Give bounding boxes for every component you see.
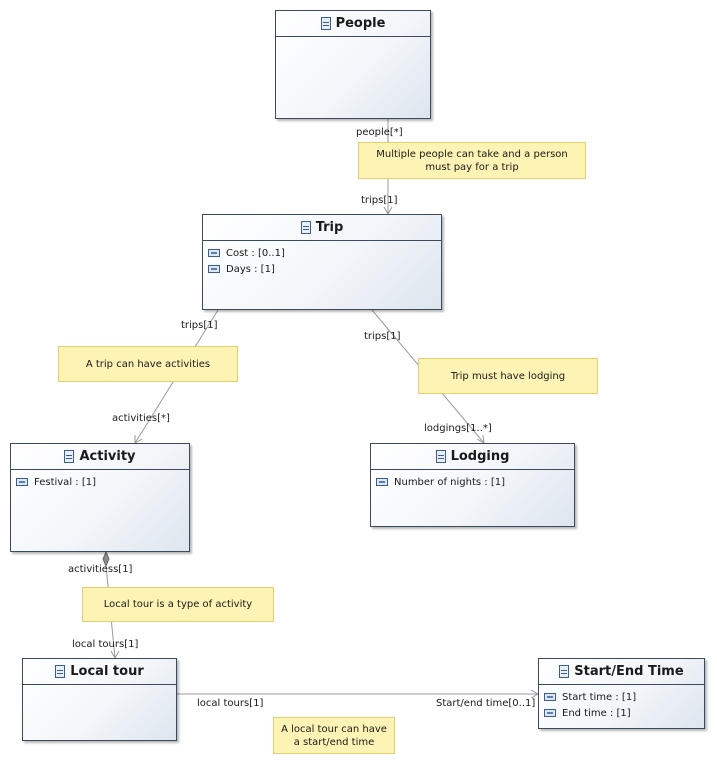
note-text: Multiple people can take and a person mu… — [376, 148, 568, 173]
attribute-label: End time : [1] — [562, 707, 631, 719]
class-activity-name: Activity — [79, 449, 136, 464]
attribute-icon — [208, 249, 220, 257]
role-label-trips-people: trips[1] — [361, 195, 398, 206]
note-people-trip[interactable]: Multiple people can take and a person mu… — [358, 142, 586, 179]
class-startend-attributes: Start time : [1] End time : [1] — [539, 685, 704, 721]
attribute-label: Start time : [1] — [562, 691, 637, 703]
class-people-name: People — [335, 16, 386, 31]
class-activity-attributes: Festival : [1] — [11, 470, 189, 490]
attribute-label: Days : [1] — [226, 263, 275, 275]
attribute-row[interactable]: Days : [1] — [208, 261, 441, 277]
class-lodging-attributes: Number of nights : [1] — [371, 470, 574, 490]
attribute-row[interactable]: End time : [1] — [544, 705, 704, 721]
class-icon — [559, 665, 570, 678]
note-text: A trip can have activities — [85, 358, 211, 370]
attribute-icon — [544, 709, 556, 717]
class-activity-header: Activity — [11, 444, 189, 470]
attribute-icon — [208, 265, 220, 273]
class-people[interactable]: People — [275, 10, 431, 119]
role-label-localtours-time: local tours[1] — [197, 698, 264, 709]
attribute-row[interactable]: Festival : [1] — [16, 474, 189, 490]
class-localtour-header: Local tour — [23, 659, 176, 685]
attribute-icon — [376, 478, 388, 486]
note-activity-tour[interactable]: Local tour is a type of activity — [82, 587, 274, 622]
attribute-label: Festival : [1] — [34, 476, 96, 488]
class-trip-name: Trip — [315, 220, 344, 235]
class-people-header: People — [276, 11, 430, 37]
role-label-lodgings: lodgings[1..*] — [424, 423, 492, 434]
class-lodging-header: Lodging — [371, 444, 574, 470]
note-trip-activity[interactable]: A trip can have activities — [58, 346, 238, 382]
attribute-row[interactable]: Cost : [0..1] — [208, 245, 441, 261]
note-text: Trip must have lodging — [450, 370, 566, 382]
class-trip-header: Trip — [203, 215, 441, 241]
class-icon — [64, 450, 75, 463]
note-trip-lodging[interactable]: Trip must have lodging — [418, 358, 598, 394]
attribute-row[interactable]: Number of nights : [1] — [376, 474, 574, 490]
role-label-activities: activities[*] — [112, 413, 170, 424]
class-icon — [300, 221, 311, 234]
role-label-people: people[*] — [356, 127, 403, 138]
role-label-trips-lodging: trips[1] — [364, 331, 401, 342]
class-localtour-name: Local tour — [70, 664, 144, 679]
class-startend[interactable]: Start/End Time Start time : [1] End time… — [538, 658, 705, 729]
class-startend-name: Start/End Time — [574, 664, 684, 679]
composition-diamond — [102, 550, 110, 568]
attribute-icon — [16, 478, 28, 486]
class-trip-attributes: Cost : [0..1] Days : [1] — [203, 241, 441, 277]
note-text: Local tour is a type of activity — [103, 599, 253, 610]
role-label-trips-activity: trips[1] — [181, 320, 218, 331]
attribute-row[interactable]: Start time : [1] — [544, 689, 704, 705]
class-icon — [435, 450, 446, 463]
attribute-label: Cost : [0..1] — [226, 247, 285, 259]
class-trip[interactable]: Trip Cost : [0..1] Days : [1] — [202, 214, 442, 310]
class-icon — [55, 665, 66, 678]
class-startend-header: Start/End Time — [539, 659, 704, 685]
note-tour-time[interactable]: A local tour can have a start/end time — [273, 717, 395, 754]
class-lodging[interactable]: Lodging Number of nights : [1] — [370, 443, 575, 527]
role-label-localtours-activity: local tours[1] — [72, 639, 139, 650]
role-label-startend: Start/end time[0..1] — [436, 698, 536, 709]
role-label-activitiess: activitiess[1] — [68, 564, 133, 575]
class-icon — [320, 17, 331, 30]
attribute-icon — [544, 693, 556, 701]
attribute-label: Number of nights : [1] — [394, 476, 505, 488]
class-lodging-name: Lodging — [450, 449, 510, 464]
class-activity[interactable]: Activity Festival : [1] — [10, 443, 190, 552]
class-localtour[interactable]: Local tour — [22, 658, 177, 741]
note-text: A local tour can have a start/end time — [281, 723, 387, 748]
